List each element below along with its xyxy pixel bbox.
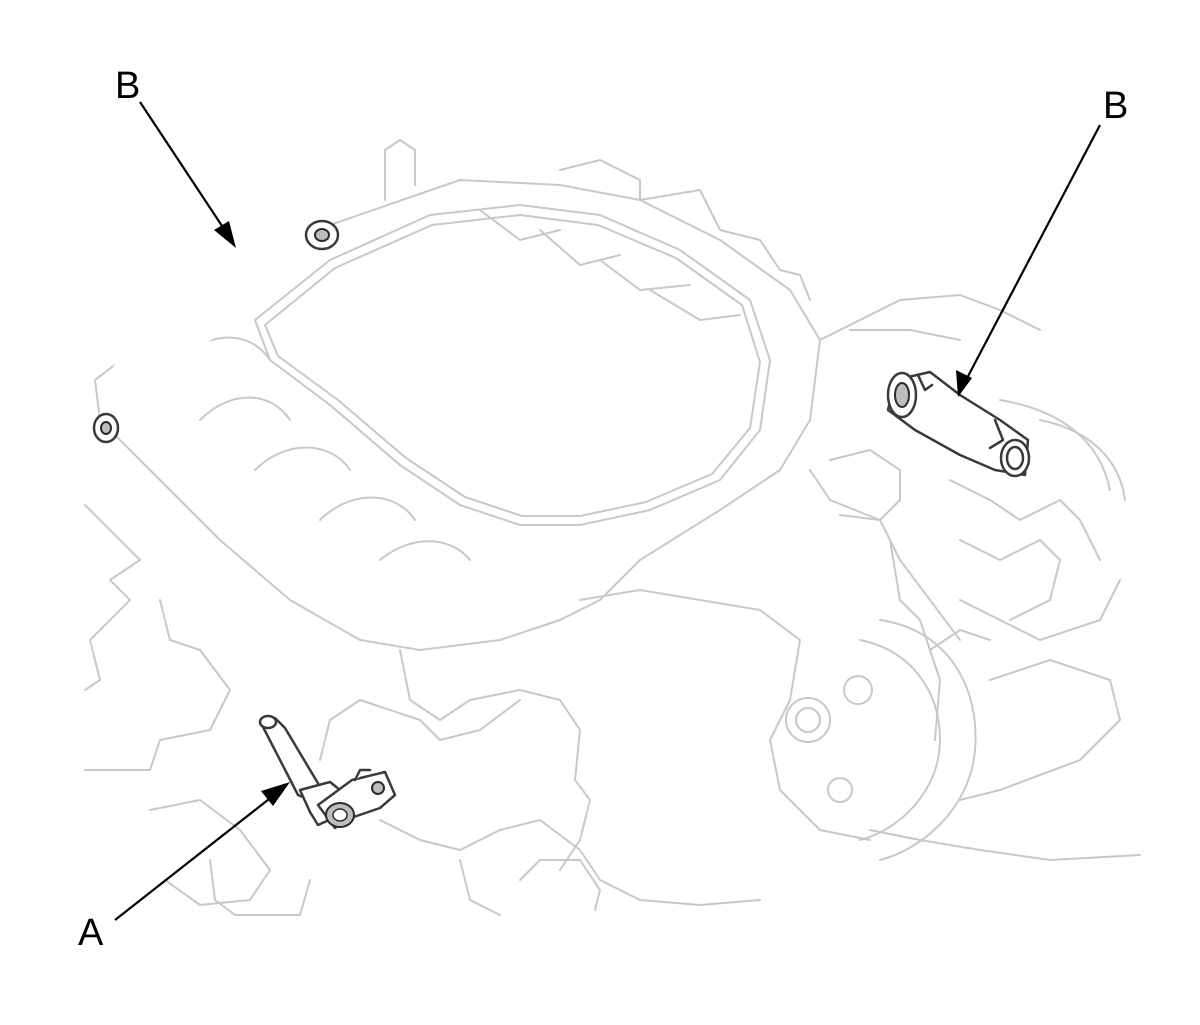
leader-line-b-right [964,124,1101,383]
callout-label-b-left: B [115,65,140,107]
breather-hose-left [92,212,340,444]
callout-label-a: A [78,912,104,954]
leader-line-b-left [139,101,229,236]
arrowhead-icon [956,370,972,397]
sensor-part [258,714,397,830]
leader-line-a [114,791,279,921]
breather-hose-right [886,370,1031,478]
arrowhead-icon [261,782,290,806]
arrowhead-icon [214,221,236,248]
engine-outline [84,139,1141,916]
leader-lines [114,101,1101,921]
callout-label-b-right: B [1103,85,1128,127]
